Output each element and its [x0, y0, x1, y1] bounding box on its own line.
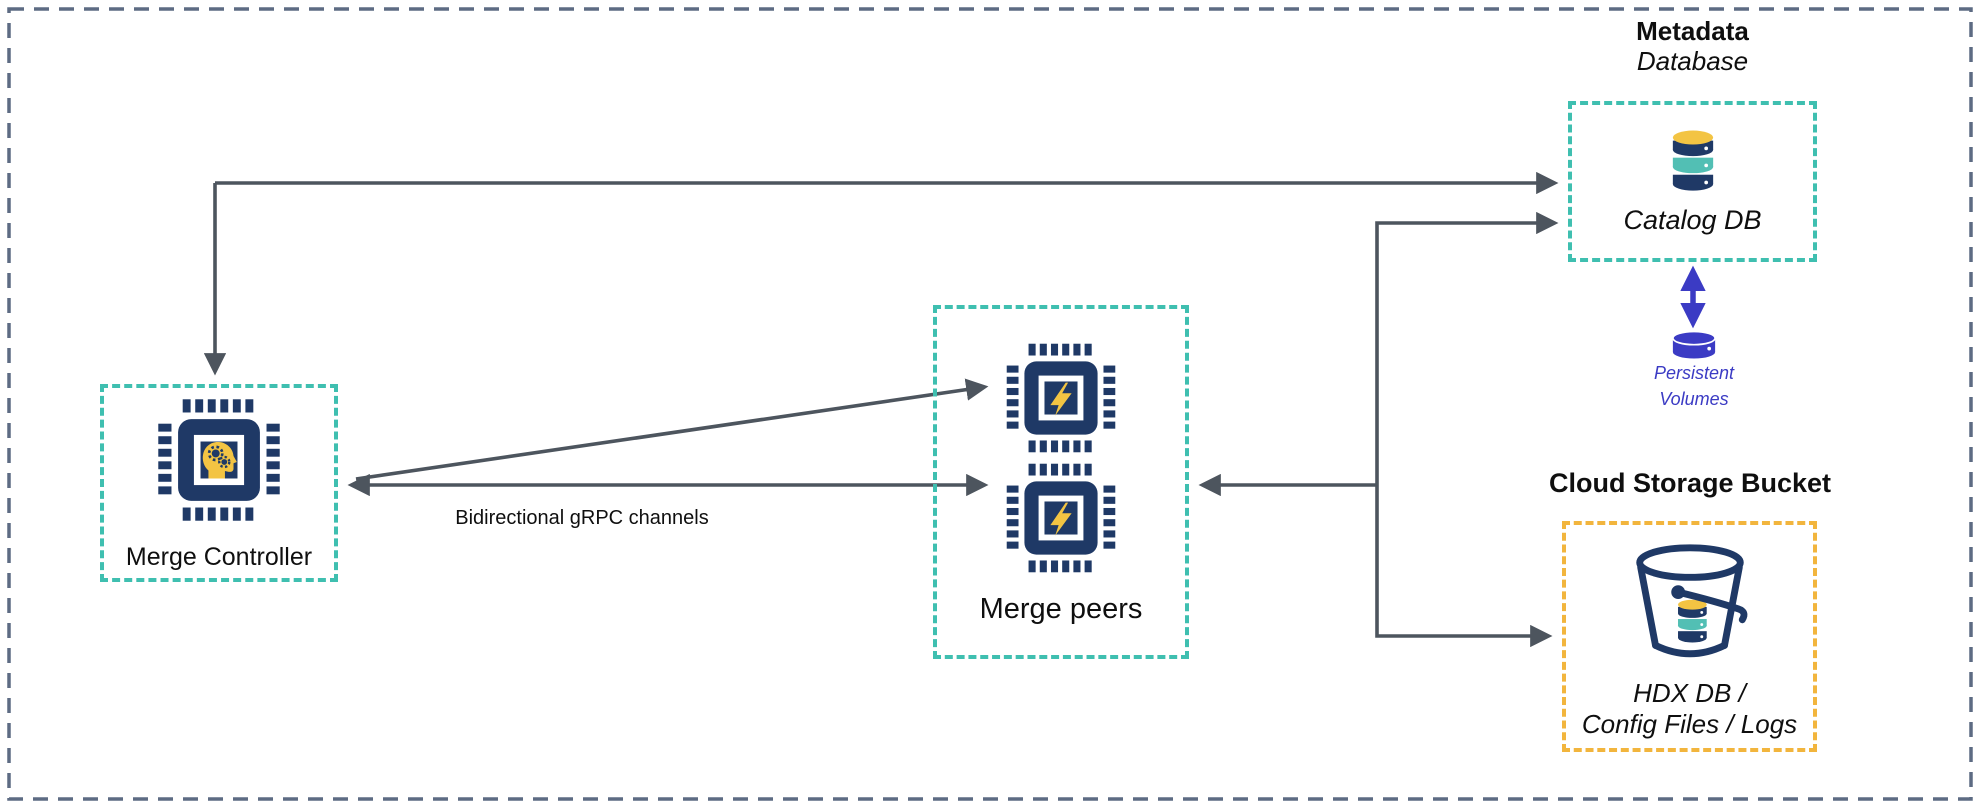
bolt-chip-icon [1002, 339, 1120, 457]
bucket-label: HDX DB / Config Files / Logs [1582, 678, 1797, 740]
node-merge-controller: Merge Controller [100, 384, 338, 582]
bucket-label-line2: Config Files / Logs [1581, 709, 1798, 739]
bucket-icon [1621, 533, 1759, 676]
node-cloud-storage-bucket: HDX DB / Config Files / Logs [1562, 521, 1817, 752]
edge-branch-to-bucket [1375, 485, 1553, 648]
metadata-title-line1: Metadata [1636, 16, 1749, 46]
node-catalog-db: Catalog DB [1568, 101, 1817, 262]
merge-controller-label: Merge Controller [125, 543, 313, 571]
metadata-database-title: Metadata Database [1568, 16, 1817, 76]
volume-disk-icon [1661, 328, 1727, 369]
database-icon [1662, 128, 1724, 197]
persistent-volumes-label: Persistent Volumes [1594, 360, 1794, 412]
metadata-title-line2: Database [1636, 46, 1749, 77]
persistent-volumes-label-line2: Volumes [1659, 389, 1729, 410]
edge-branch-to-catalogdb [1375, 211, 1559, 485]
catalog-db-label: Catalog DB [1623, 204, 1762, 235]
outer-dashed-border [7, 7, 1973, 801]
bucket-label-line1: HDX DB / [1633, 677, 1746, 708]
ai-chip-icon [153, 394, 285, 531]
merge-peers-label: Merge peers [979, 592, 1143, 625]
persistent-volumes-label-line1: Persistent [1653, 363, 1735, 383]
node-merge-peers: Merge peers [933, 305, 1189, 659]
node-persistent-volumes [1660, 328, 1728, 369]
cloud-storage-bucket-title: Cloud Storage Bucket [1548, 468, 1832, 498]
grpc-channels-label: Bidirectional gRPC channels [455, 507, 709, 529]
bolt-chip-icon [1002, 459, 1120, 577]
edge-controller-to-peer1 [355, 378, 989, 481]
